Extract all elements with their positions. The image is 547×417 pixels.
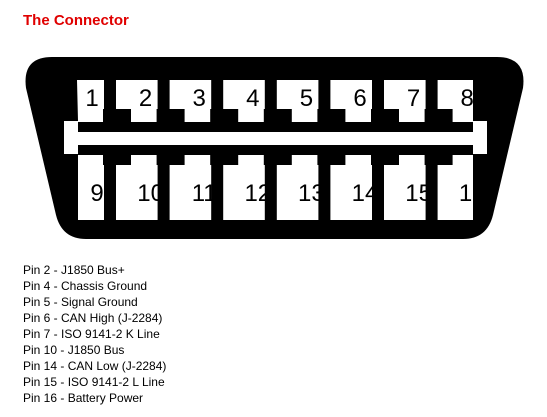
pin-label-bottom: 11 [192,180,217,207]
pin-label-top: 2 [139,85,152,112]
pin-socket-top [156,109,185,132]
pin-socket-bottom [210,145,239,165]
pin-label-top: 3 [193,85,206,112]
bottom-pin-row: 9 10 11 12 13 14 15 16 [90,145,486,220]
pin-label-top: 8 [461,85,474,112]
pin-socket-top [263,109,292,132]
pin-socket-top [210,109,239,132]
page-title: The Connector [23,12,129,29]
pin-label-bottom: 9 [90,180,103,207]
pin-socket-top [317,109,346,132]
pin-socket-top [103,109,131,132]
pin-label-top: 1 [85,85,98,112]
pin-label-top: 4 [246,85,259,112]
pin-assignment-item: Pin 5 - Signal Ground [23,295,138,309]
pin-assignment-item: Pin 6 - CAN High (J-2284) [23,311,163,325]
pin-socket-bottom [424,145,453,165]
pin-assignment-item: Pin 14 - CAN Low (J-2284) [23,359,167,373]
pin-socket-top [371,109,399,132]
pin-label-bottom: 13 [298,180,325,207]
pin-socket-bottom [317,145,346,165]
pin-label-bottom: 10 [137,180,164,207]
pin-label-bottom: 16 [459,180,486,207]
pin-assignment-item: Pin 16 - Battery Power [23,391,144,405]
pin-assignment-item: Pin 10 - J1850 Bus [23,343,125,357]
pin-socket-top [424,109,453,132]
pin-label-bottom: 15 [405,180,432,207]
pin-label-top: 5 [300,85,313,112]
pin-label-top: 6 [353,85,366,112]
pin-socket-bottom [156,145,185,165]
pin-label-bottom: 14 [352,180,379,207]
pin-label-top: 7 [407,85,420,112]
top-pin-row: 1 2 3 4 5 6 7 8 [85,80,474,132]
pin-socket-bottom [371,145,399,165]
pin-label-bottom: 12 [244,180,271,207]
pin-assignment-item: Pin 15 - ISO 9141-2 L Line [23,375,165,389]
pin-socket-bottom [103,145,131,165]
pin-socket-bottom [263,145,292,165]
pin-assignment-list: Pin 2 - J1850 Bus+ Pin 4 - Chassis Ground… [23,262,166,406]
pin-assignment-item: Pin 2 - J1850 Bus+ [23,263,125,277]
pin-assignment-item: Pin 7 - ISO 9141-2 K Line [23,327,160,341]
pin-assignment-item: Pin 4 - Chassis Ground [23,279,148,293]
